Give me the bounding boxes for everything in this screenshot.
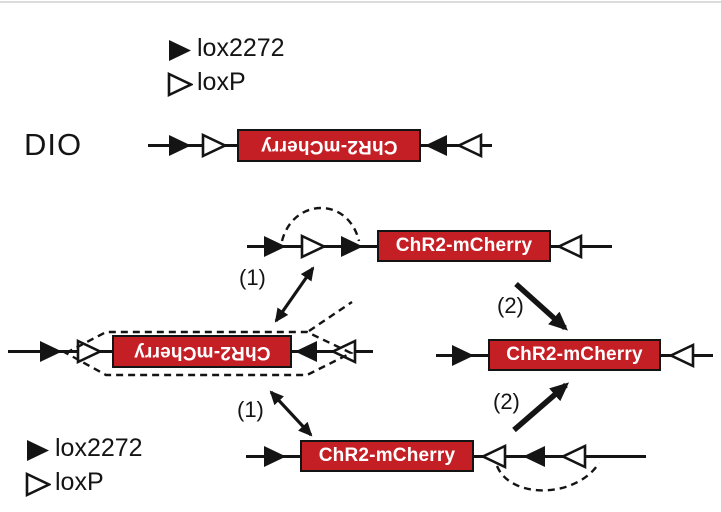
lox2272-left-icon bbox=[425, 135, 447, 156]
loxp-left-icon bbox=[561, 443, 587, 470]
loxp-left-icon bbox=[331, 338, 357, 365]
step1-top-double-arrow bbox=[274, 266, 315, 323]
loop-left-extension-dashed bbox=[308, 301, 353, 332]
lox2272-left-icon bbox=[295, 341, 317, 362]
gene-box: ChR2-mCherry bbox=[488, 339, 661, 371]
loxp-right-icon bbox=[201, 132, 227, 159]
loxp-left-icon bbox=[557, 233, 583, 260]
loxp-left-icon bbox=[669, 342, 695, 369]
legend-lox2272-label: lox2272 bbox=[55, 434, 143, 462]
gene-label: ChR2-mCherry bbox=[133, 341, 271, 363]
step2-bottom-arrow bbox=[512, 382, 570, 433]
lox2272-right-icon bbox=[452, 345, 474, 366]
lox2272-triangle-icon bbox=[169, 40, 191, 61]
lox2272-triangle-icon bbox=[27, 440, 49, 461]
lox2272-right-icon bbox=[341, 236, 363, 257]
gene-box: ChR2-mCherry bbox=[377, 230, 551, 262]
gene-label: ChR2-mCherry bbox=[395, 235, 533, 256]
loxp-left-icon bbox=[481, 443, 507, 470]
loxp-left-icon bbox=[457, 132, 483, 159]
gene-box: ChR2-mCherry bbox=[237, 129, 421, 162]
dio-title: DIO bbox=[24, 127, 83, 162]
gene-box: ChR2-mCherry bbox=[112, 335, 292, 368]
gene-label: ChR2-mCherry bbox=[260, 135, 398, 157]
step1-bottom-label: (1) bbox=[237, 397, 264, 422]
gene-label: ChR2-mCherry bbox=[506, 344, 643, 365]
gene-label: ChR2-mCherry bbox=[318, 445, 456, 466]
lox2272-right-icon bbox=[264, 236, 286, 257]
legend-lox2272-label: lox2272 bbox=[197, 34, 285, 62]
loxp-right-icon bbox=[76, 338, 102, 365]
step2-bottom-label: (2) bbox=[493, 389, 520, 414]
lox2272-right-icon bbox=[40, 341, 62, 362]
loxp-triangle-icon bbox=[25, 471, 51, 498]
step1-top-label: (1) bbox=[239, 265, 266, 290]
lox2272-right-icon bbox=[169, 135, 191, 156]
step2-top-label: (2) bbox=[497, 293, 524, 318]
loxp-triangle-icon bbox=[167, 71, 193, 98]
gene-box: ChR2-mCherry bbox=[300, 440, 474, 472]
top-border-line bbox=[0, 1, 721, 3]
legend-loxp-label: loxP bbox=[197, 68, 246, 96]
legend-loxp-label: loxP bbox=[55, 468, 104, 496]
loxp-right-icon bbox=[300, 233, 326, 260]
lox2272-right-icon bbox=[264, 446, 286, 467]
step1-bottom-double-arrow bbox=[269, 390, 313, 437]
lox2272-left-icon bbox=[523, 446, 545, 467]
